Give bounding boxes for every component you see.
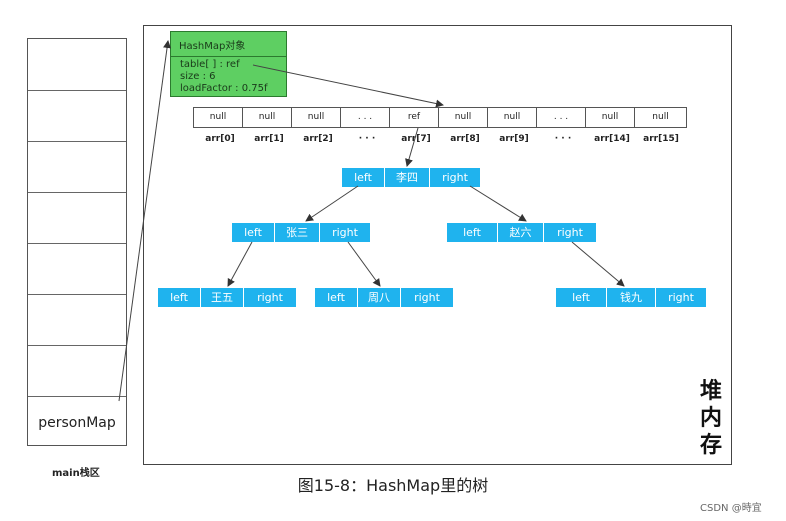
node-left-pointer: left bbox=[315, 288, 357, 307]
stack-frame bbox=[28, 295, 126, 346]
stack-caption: main栈区 bbox=[52, 468, 100, 479]
stack-variable-personmap: personMap bbox=[38, 415, 116, 431]
node-right-pointer: right bbox=[655, 288, 706, 307]
array-cell: null bbox=[438, 107, 488, 128]
stack-frame bbox=[28, 142, 126, 193]
figure-caption: 图15-8：HashMap里的树 bbox=[297, 476, 489, 495]
watermark: CSDN @時宜 bbox=[700, 503, 762, 514]
tree-node: left 赵六 right bbox=[447, 223, 596, 242]
hashmap-title: HashMap对象 bbox=[179, 41, 246, 52]
hashmap-object: HashMap对象 table[ ] : ref size : 6 loadFa… bbox=[170, 31, 287, 97]
tree-node: left 钱九 right bbox=[556, 288, 706, 307]
arrow-personmap-to-hashmap bbox=[118, 40, 172, 402]
heap-area bbox=[143, 25, 732, 465]
arrow-table-to-array bbox=[252, 64, 444, 108]
array-index: arr[1] bbox=[254, 134, 284, 144]
stack-frame bbox=[28, 91, 126, 142]
stack-frame bbox=[28, 244, 126, 295]
hashmap-field-table: table[ ] : ref bbox=[180, 59, 240, 70]
node-left-pointer: left bbox=[158, 288, 200, 307]
array-cell: null bbox=[634, 107, 687, 128]
hashmap-divider bbox=[171, 56, 286, 57]
arrow-bucket-to-root bbox=[405, 127, 419, 167]
table-array: null null null . . . ref null null . . .… bbox=[193, 107, 687, 128]
array-cell: null bbox=[242, 107, 292, 128]
arrow-right-right bbox=[571, 241, 625, 287]
node-right-pointer: right bbox=[400, 288, 453, 307]
array-index: arr[0] bbox=[205, 134, 235, 144]
stack-frame bbox=[28, 193, 126, 244]
tree-node-root: left 李四 right bbox=[342, 168, 480, 187]
node-key: 赵六 bbox=[497, 223, 543, 242]
heap-label-char: 堆 bbox=[700, 379, 723, 404]
node-right-pointer: right bbox=[543, 223, 596, 242]
main-stack: personMap bbox=[27, 38, 127, 446]
node-key: 王五 bbox=[200, 288, 243, 307]
node-left-pointer: left bbox=[232, 223, 274, 242]
arrow-left-left bbox=[227, 241, 253, 287]
arrow-root-left bbox=[305, 185, 359, 222]
node-key: 钱九 bbox=[606, 288, 655, 307]
node-right-pointer: right bbox=[319, 223, 370, 242]
array-index: arr[2] bbox=[303, 134, 333, 144]
node-left-pointer: left bbox=[556, 288, 606, 307]
array-index: arr[15] bbox=[643, 134, 679, 144]
node-right-pointer: right bbox=[243, 288, 296, 307]
array-index: arr[14] bbox=[594, 134, 630, 144]
node-key: 张三 bbox=[274, 223, 319, 242]
tree-node: left 张三 right bbox=[232, 223, 370, 242]
array-index: arr[9] bbox=[499, 134, 529, 144]
array-index: · · · bbox=[358, 134, 376, 144]
hashmap-field-size: size : 6 bbox=[180, 71, 216, 82]
stack-frame bbox=[28, 346, 126, 397]
arrow-left-right bbox=[347, 241, 381, 287]
tree-node: left 王五 right bbox=[158, 288, 296, 307]
tree-node: left 周八 right bbox=[315, 288, 453, 307]
node-left-pointer: left bbox=[342, 168, 384, 187]
node-right-pointer: right bbox=[429, 168, 480, 187]
node-key: 李四 bbox=[384, 168, 429, 187]
hashmap-field-loadfactor: loadFactor : 0.75f bbox=[180, 83, 268, 94]
arrow-root-right bbox=[469, 185, 527, 222]
heap-label: 堆 内 存 bbox=[700, 378, 730, 459]
stack-frame bbox=[28, 39, 126, 91]
heap-label-char: 内 bbox=[700, 406, 723, 431]
node-left-pointer: left bbox=[447, 223, 497, 242]
node-key: 周八 bbox=[357, 288, 400, 307]
heap-label-char: 存 bbox=[700, 433, 723, 458]
array-index: arr[8] bbox=[450, 134, 480, 144]
array-index: · · · bbox=[554, 134, 572, 144]
array-index: arr[7] bbox=[401, 134, 431, 144]
